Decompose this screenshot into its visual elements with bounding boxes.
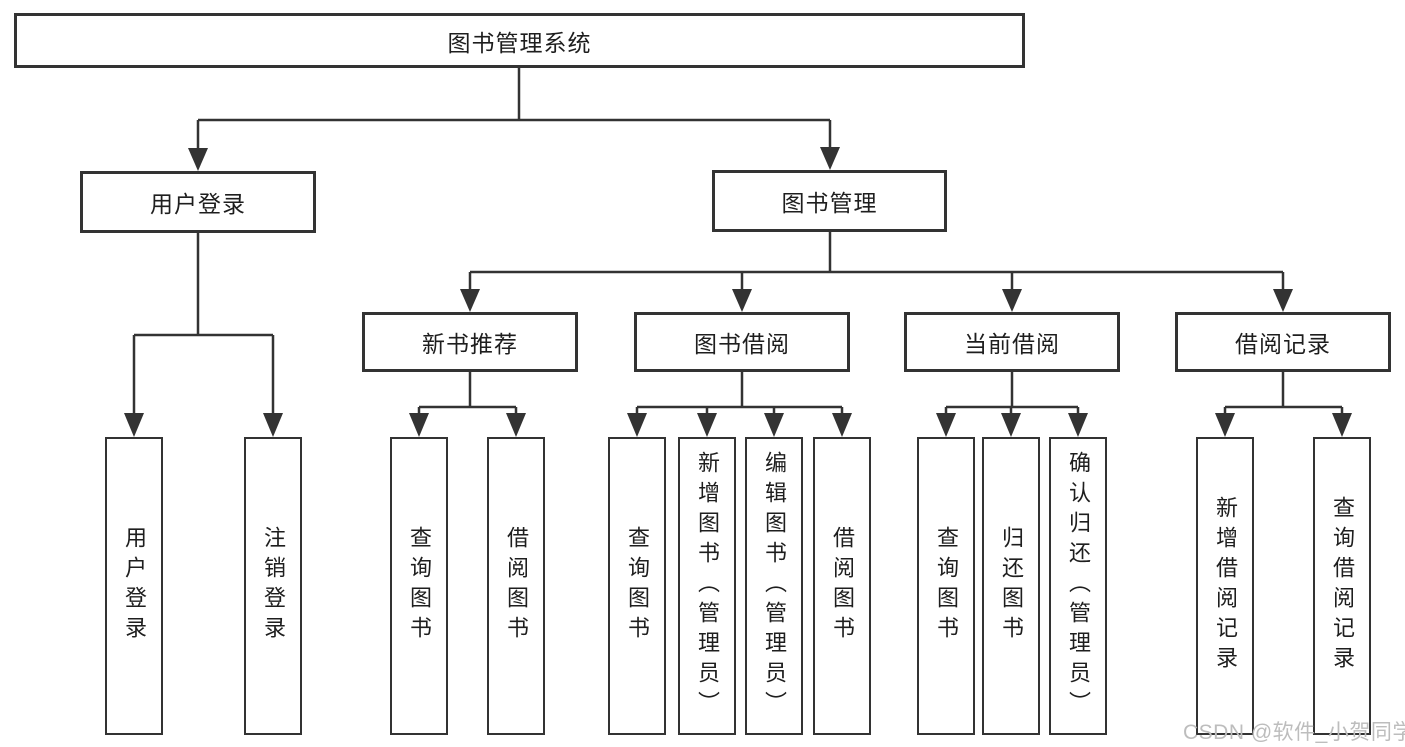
node-current-borrowing: 当前借阅 bbox=[904, 312, 1120, 372]
leaf-query-books-recommend-label: 查询图书 bbox=[407, 526, 432, 646]
connector-user-login-split bbox=[124, 233, 283, 437]
connector-book-management-split bbox=[460, 232, 1293, 312]
node-book-borrowing: 图书借阅 bbox=[634, 312, 850, 372]
leaf-confirm-return-admin: 确认归还（管理员） bbox=[1049, 437, 1107, 735]
node-new-book-recommend-label: 新书推荐 bbox=[422, 331, 518, 357]
leaf-query-books-borrowing: 查询图书 bbox=[608, 437, 666, 735]
node-borrowing-records: 借阅记录 bbox=[1175, 312, 1391, 372]
node-user-login: 用户登录 bbox=[80, 171, 316, 233]
node-book-borrowing-label: 图书借阅 bbox=[694, 331, 790, 357]
leaf-edit-book-admin: 编辑图书（管理员） bbox=[745, 437, 803, 735]
leaf-query-borrow-record-label: 查询借阅记录 bbox=[1330, 496, 1355, 676]
leaf-return-books: 归还图书 bbox=[982, 437, 1040, 735]
node-user-login-label: 用户登录 bbox=[150, 191, 246, 217]
node-book-management: 图书管理 bbox=[712, 170, 947, 232]
leaf-borrow-books-borrowing-label: 借阅图书 bbox=[830, 526, 855, 646]
leaf-add-borrow-record-label: 新增借阅记录 bbox=[1213, 496, 1238, 676]
leaf-query-books-borrowing-label: 查询图书 bbox=[625, 526, 650, 646]
csdn-watermark: CSDN @软件_小贺同学 bbox=[1183, 721, 1405, 744]
node-root-label: 图书管理系统 bbox=[447, 29, 592, 56]
leaf-confirm-return-admin-label: 确认归还（管理员） bbox=[1066, 451, 1091, 721]
connector-borrowing-records-split bbox=[1215, 372, 1352, 437]
leaf-user-login: 用户登录 bbox=[105, 437, 163, 735]
leaf-logout-login: 注销登录 bbox=[244, 437, 302, 735]
leaf-edit-book-admin-label: 编辑图书（管理员） bbox=[762, 451, 787, 721]
leaf-return-books-label: 归还图书 bbox=[999, 526, 1024, 646]
leaf-user-login-label: 用户登录 bbox=[122, 526, 147, 646]
connector-root-split bbox=[188, 68, 840, 171]
leaf-logout-login-label: 注销登录 bbox=[261, 526, 286, 646]
leaf-query-books-current-label: 查询图书 bbox=[934, 526, 959, 646]
leaf-borrow-books-recommend-label: 借阅图书 bbox=[504, 526, 529, 646]
connector-book-borrowing-split bbox=[627, 372, 852, 437]
connector-new-book-split bbox=[409, 372, 526, 437]
node-book-management-label: 图书管理 bbox=[781, 190, 878, 216]
leaf-add-book-admin-label: 新增图书（管理员） bbox=[695, 451, 720, 721]
leaf-add-book-admin: 新增图书（管理员） bbox=[678, 437, 736, 735]
connector-current-borrowing-split bbox=[936, 372, 1088, 437]
leaf-add-borrow-record: 新增借阅记录 bbox=[1196, 437, 1254, 735]
node-borrowing-records-label: 借阅记录 bbox=[1235, 331, 1331, 357]
node-root-system: 图书管理系统 bbox=[14, 13, 1025, 68]
leaf-borrow-books-borrowing: 借阅图书 bbox=[813, 437, 871, 735]
node-current-borrowing-label: 当前借阅 bbox=[964, 331, 1060, 357]
leaf-borrow-books-recommend: 借阅图书 bbox=[487, 437, 545, 735]
leaf-query-books-recommend: 查询图书 bbox=[390, 437, 448, 735]
leaf-query-borrow-record: 查询借阅记录 bbox=[1313, 437, 1371, 735]
leaf-query-books-current: 查询图书 bbox=[917, 437, 975, 735]
node-new-book-recommend: 新书推荐 bbox=[362, 312, 578, 372]
